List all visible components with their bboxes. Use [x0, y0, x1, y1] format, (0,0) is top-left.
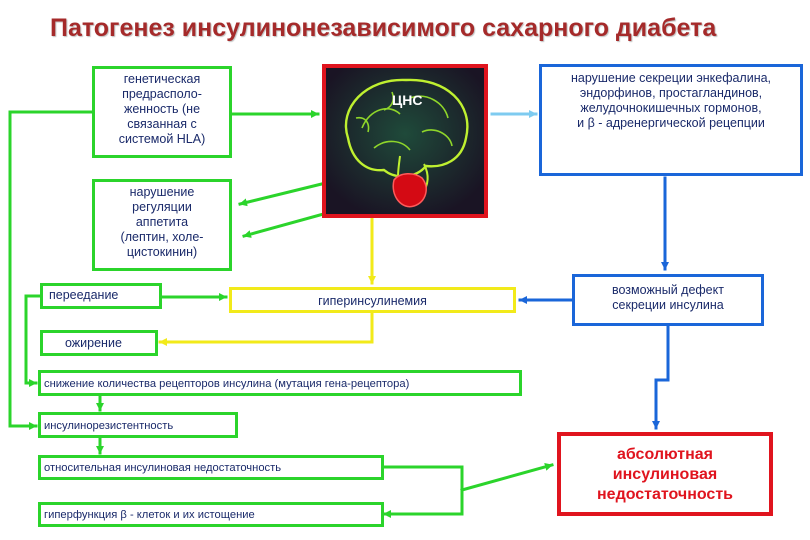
- genetic-predisposition-box: генетическая предрасполо- женность (не с…: [92, 66, 232, 158]
- absolute-insufficiency-box: абсолютная инсулиновая недостаточность: [557, 432, 773, 516]
- brain-image: ЦНС: [322, 64, 488, 218]
- obesity-box: ожирение: [40, 330, 158, 356]
- receptor-reduction-box: снижение количества рецепторов инсулина …: [38, 370, 522, 396]
- beta-cell-hyperfunction-box: гиперфункция β - клеток и их истощение: [38, 502, 384, 527]
- relative-insufficiency-box: относительная инсулиновая недостаточност…: [38, 455, 384, 480]
- overeating-box: переедание: [40, 283, 162, 309]
- appetite-regulation-box: нарушение регуляции аппетита (лептин, хо…: [92, 179, 232, 271]
- insulin-resistance-box: инсулинорезистентность: [38, 412, 238, 438]
- page-title: Патогенез инсулинонезависимого сахарного…: [50, 14, 717, 42]
- brain-icon: [326, 68, 484, 214]
- cns-label: ЦНС: [392, 92, 423, 108]
- hormone-secretion-box: нарушение секреции энкефалина, эндорфино…: [539, 64, 803, 176]
- hyperinsulinemia-box: гиперинсулинемия: [229, 287, 516, 313]
- insulin-secretion-defect-box: возможный дефект секреции инсулина: [572, 274, 764, 326]
